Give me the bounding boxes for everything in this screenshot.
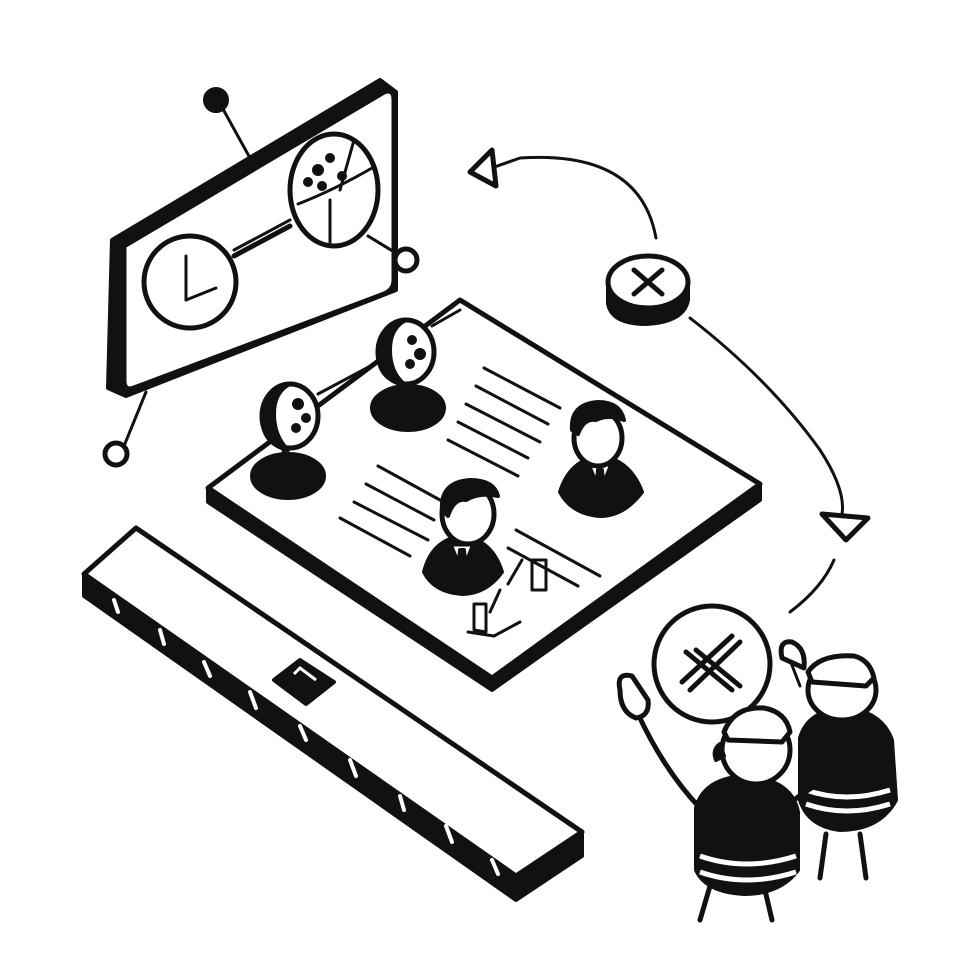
candidate-avatar-icon bbox=[422, 478, 504, 596]
map-pin-icon bbox=[250, 381, 326, 500]
bench-icon bbox=[81, 525, 585, 902]
pie-chart-icon bbox=[287, 131, 381, 249]
document-text-lines bbox=[338, 366, 602, 588]
cycle-arrows-icon bbox=[467, 147, 871, 614]
candidate-avatar-icon bbox=[558, 400, 644, 518]
clock-icon bbox=[141, 233, 239, 331]
dashboard-screen-icon bbox=[102, 78, 420, 468]
reject-sign-icon bbox=[651, 603, 773, 725]
map-pin-icon bbox=[370, 317, 446, 432]
pencil-icon bbox=[466, 558, 548, 638]
people-with-reject-sign-icon bbox=[616, 603, 898, 923]
person-icon bbox=[616, 672, 853, 923]
reject-coin-icon bbox=[605, 253, 691, 326]
candidate-board-icon bbox=[205, 297, 763, 692]
bench-texture bbox=[112, 598, 500, 876]
